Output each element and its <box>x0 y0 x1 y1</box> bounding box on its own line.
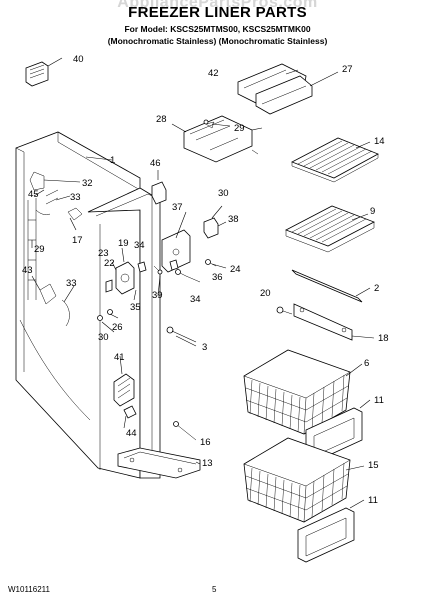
callout-42: 42 <box>208 68 219 79</box>
callout-30b: 30 <box>98 332 109 343</box>
callout-3: 3 <box>202 342 207 353</box>
callout-43: 43 <box>22 265 33 276</box>
callout-36: 36 <box>212 272 223 283</box>
callout-18: 18 <box>378 333 389 344</box>
callout-14: 14 <box>374 136 385 147</box>
part-42-cover <box>237 63 313 115</box>
callout-27: 27 <box>342 64 353 75</box>
part-13-trim <box>117 447 201 479</box>
callout-20: 20 <box>260 288 271 299</box>
callout-35: 35 <box>130 302 141 313</box>
callout-29: 29 <box>34 244 45 255</box>
page-title: FREEZER LINER PARTS <box>128 4 307 21</box>
part-22-switch <box>105 247 147 295</box>
callout-38: 38 <box>228 214 239 225</box>
screws <box>97 259 217 343</box>
callout-34b: 34 <box>190 294 201 305</box>
callout-17: 17 <box>72 235 83 246</box>
callout-22: 22 <box>104 258 115 269</box>
callout-numbers: 40 1 32 45 33 17 29 43 33 46 19 34 23 22… <box>22 54 389 506</box>
callout-1: 1 <box>110 155 115 166</box>
callout-46: 46 <box>150 158 161 169</box>
callout-13: 13 <box>202 458 213 469</box>
footer-code: W10116211 <box>8 585 50 594</box>
page-number: 5 <box>212 585 217 594</box>
part-40-clip <box>25 57 63 87</box>
part-14-wire-shelf <box>291 137 379 183</box>
part-16-screw <box>173 421 197 441</box>
callout-33: 33 <box>70 192 81 203</box>
callout-41: 41 <box>114 352 125 363</box>
part-1-freezer-liner <box>15 131 161 479</box>
part-28-housing <box>183 115 259 163</box>
part-6-basket <box>243 349 351 435</box>
callout-34: 34 <box>134 240 145 251</box>
callout-6: 6 <box>364 358 369 369</box>
callout-23: 23 <box>98 248 109 259</box>
part-41-damper <box>113 373 137 419</box>
model-line: For Model: KSCS25MTMS00, KSCS25MTMK00 <box>124 24 311 34</box>
callout-33b: 33 <box>66 278 77 289</box>
callout-40: 40 <box>73 54 84 65</box>
callout-29b: 29 <box>234 123 245 134</box>
callout-11: 11 <box>374 395 384 406</box>
model-description-line: (Monochromatic Stainless) (Monochromatic… <box>107 36 328 46</box>
callout-32: 32 <box>82 178 93 189</box>
part-15-basket <box>243 437 351 523</box>
callout-2: 2 <box>374 283 379 294</box>
callout-44: 44 <box>126 428 137 439</box>
part-2-rail <box>276 269 363 341</box>
callout-9: 9 <box>370 206 375 217</box>
part-37-bracket <box>161 205 227 273</box>
callout-45: 45 <box>28 189 39 200</box>
callout-24: 24 <box>230 264 241 275</box>
callout-16: 16 <box>200 437 211 448</box>
callout-19: 19 <box>118 238 129 249</box>
callout-37: 37 <box>172 202 183 213</box>
callout-30: 30 <box>218 188 229 199</box>
part-11-basket-front-lower <box>297 507 355 563</box>
callout-15: 15 <box>368 460 379 471</box>
watermark: AppliancePartsPros.com <box>117 0 318 11</box>
part-46-bracket <box>151 170 167 205</box>
callout-28: 28 <box>156 114 167 125</box>
callout-39: 39 <box>152 290 163 301</box>
part-9-wire-shelf <box>285 205 375 253</box>
leader-lines <box>31 69 375 509</box>
callout-11b: 11 <box>368 495 378 506</box>
callout-26: 26 <box>112 322 123 333</box>
